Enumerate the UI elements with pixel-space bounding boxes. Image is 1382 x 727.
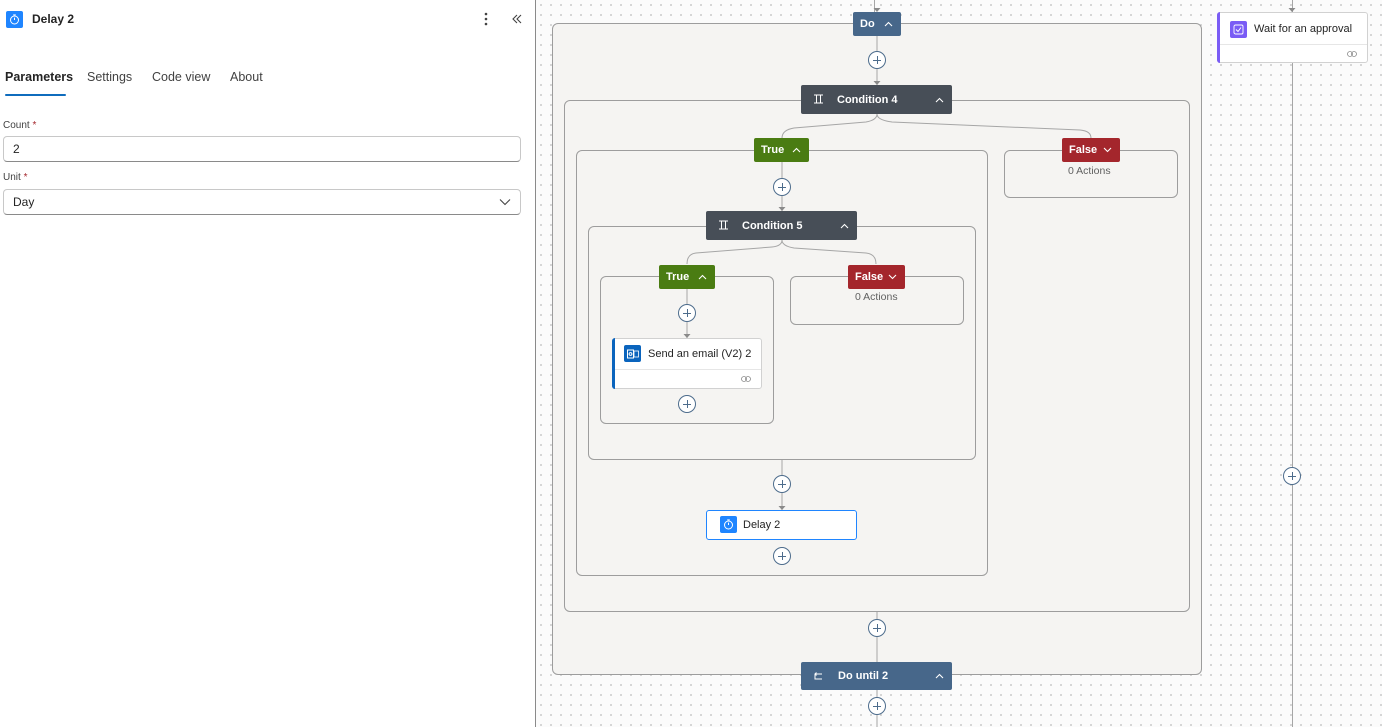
chevron-down-icon	[887, 272, 897, 282]
chevron-down-icon	[1102, 145, 1112, 155]
chevron-up-icon	[791, 145, 801, 155]
card-accent	[612, 338, 615, 389]
connector-line	[874, 0, 875, 12]
chevron-up-icon	[934, 95, 944, 105]
chevron-up-icon	[934, 671, 944, 681]
do-label: Do	[860, 18, 875, 30]
tab-code-view[interactable]: Code view	[152, 70, 211, 84]
add-action-button[interactable]	[773, 475, 791, 493]
condition-icon	[718, 220, 728, 230]
collapse-icon	[512, 14, 522, 24]
panel-divider[interactable]	[535, 0, 536, 727]
condition-4-label: Condition 4	[837, 93, 898, 106]
panel-title: Delay 2	[32, 12, 75, 26]
count-input[interactable]	[3, 136, 521, 162]
add-action-button[interactable]	[1283, 467, 1301, 485]
wait-for-approval-title: Wait for an approval	[1254, 23, 1353, 35]
do-until-label: Do until 2	[838, 670, 889, 682]
add-action-button[interactable]	[868, 619, 886, 637]
unit-label: Unit *	[3, 172, 28, 183]
card-divider	[1220, 44, 1367, 45]
condition-5-header[interactable]: Condition 5	[706, 211, 857, 240]
approval-icon	[1230, 21, 1247, 38]
add-action-button[interactable]	[868, 51, 886, 69]
chevron-down-icon	[499, 199, 511, 206]
link-icon	[741, 376, 751, 382]
card-divider	[615, 369, 761, 370]
add-action-button[interactable]	[678, 395, 696, 413]
timer-icon	[720, 516, 737, 533]
delay-2-card[interactable]: Delay 2	[706, 510, 857, 540]
condition-5-label: Condition 5	[742, 219, 803, 232]
outlook-icon	[624, 345, 641, 362]
condition-4-header[interactable]: Condition 4	[801, 85, 952, 114]
unit-dropdown[interactable]: Day	[3, 189, 521, 215]
send-email-title: Send an email (V2) 2	[648, 348, 752, 360]
link-icon	[1347, 51, 1357, 57]
zero-actions-text: 0 Actions	[855, 291, 898, 303]
condition-icon	[813, 94, 823, 104]
chevron-up-icon	[697, 272, 707, 282]
collapse-panel-button[interactable]	[508, 10, 526, 28]
condition-4-false-header[interactable]: False	[1062, 138, 1120, 162]
add-action-button[interactable]	[868, 697, 886, 715]
condition-5-false-header[interactable]: False	[848, 265, 905, 289]
add-action-button[interactable]	[773, 178, 791, 196]
count-label: Count *	[3, 120, 37, 131]
card-accent	[1217, 12, 1220, 63]
flow-canvas[interactable]: Do Condition 4 True False 0 Actions Cond…	[536, 0, 1382, 727]
tab-parameters[interactable]: Parameters	[5, 70, 74, 84]
connector-line	[1292, 0, 1293, 727]
false-label: False	[855, 271, 884, 283]
tab-settings[interactable]: Settings	[87, 70, 133, 84]
false-label: False	[1069, 144, 1098, 156]
unit-selected-value: Day	[13, 195, 35, 209]
delay-2-title: Delay 2	[743, 519, 781, 531]
active-tab-indicator	[5, 94, 66, 96]
add-action-button[interactable]	[678, 304, 696, 322]
chevron-up-icon	[839, 221, 849, 231]
timer-icon	[6, 11, 23, 28]
wait-for-approval-card[interactable]: Wait for an approval	[1217, 12, 1368, 63]
true-label: True	[666, 271, 690, 283]
true-label: True	[761, 144, 785, 156]
action-details-panel: Delay 2 Parameters Settings Code view Ab…	[0, 0, 535, 727]
zero-actions-text: 0 Actions	[1068, 165, 1111, 177]
do-until-header[interactable]: Do until 2	[801, 662, 952, 690]
condition-4-true-header[interactable]: True	[754, 138, 809, 162]
send-email-card[interactable]: Send an email (V2) 2	[612, 338, 762, 389]
do-header[interactable]: Do	[853, 12, 901, 36]
more-options-button[interactable]	[478, 10, 494, 28]
tab-about[interactable]: About	[230, 70, 263, 84]
add-action-button[interactable]	[773, 547, 791, 565]
condition-5-true-header[interactable]: True	[659, 265, 715, 289]
more-icon	[484, 12, 488, 26]
loop-icon	[813, 671, 823, 681]
chevron-up-icon	[883, 19, 893, 29]
